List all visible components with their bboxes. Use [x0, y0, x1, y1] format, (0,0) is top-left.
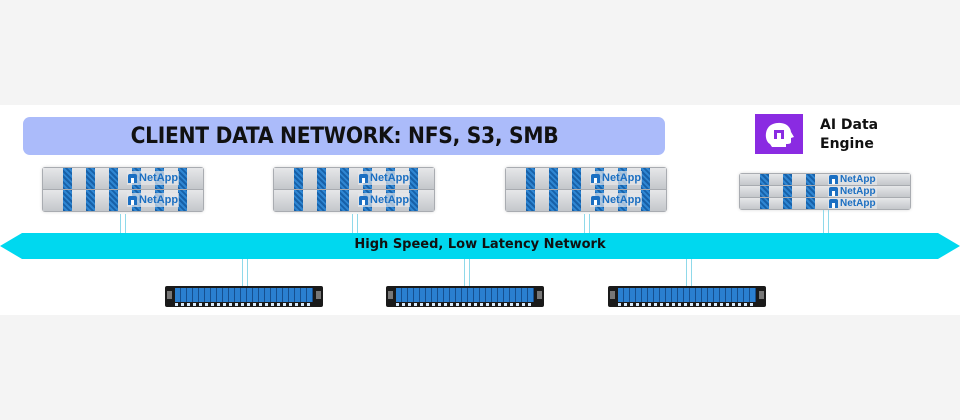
netapp-icon — [591, 195, 600, 205]
controller-link — [120, 214, 126, 234]
netapp-logo: NetApp — [358, 171, 411, 185]
controller-pair-2: NetApp NetApp — [273, 167, 435, 212]
controller-link — [584, 214, 590, 234]
netapp-icon — [829, 175, 838, 184]
netapp-logo: NetApp — [828, 186, 877, 197]
netapp-icon — [591, 173, 600, 183]
ai-controller-stack: NetApp NetApp NetApp — [739, 173, 911, 210]
netapp-icon — [128, 195, 137, 205]
shelf-link — [464, 258, 470, 286]
controller-unit: NetApp — [740, 198, 910, 209]
netapp-logo: NetApp — [127, 171, 180, 185]
ai-data-engine-logo — [755, 114, 803, 154]
netapp-logo: NetApp — [828, 198, 877, 209]
controller-unit: NetApp — [740, 186, 910, 198]
network-arrow — [0, 233, 960, 259]
client-data-network-label: CLIENT DATA NETWORK: NFS, S3, SMB — [130, 123, 558, 149]
ai-data-engine-label: AI Data Engine — [820, 117, 879, 152]
netapp-logo: NetApp — [358, 193, 411, 207]
netapp-icon — [359, 173, 368, 183]
storage-shelf-2 — [386, 286, 544, 307]
controller-unit: NetApp — [740, 174, 910, 186]
controller-unit: NetApp — [43, 168, 203, 190]
network-label: High Speed, Low Latency Network — [354, 237, 606, 252]
netapp-logo: NetApp — [828, 174, 877, 185]
controller-unit: NetApp — [506, 168, 666, 190]
netapp-icon — [829, 187, 838, 196]
netapp-icon — [829, 199, 838, 208]
controller-unit: NetApp — [274, 168, 434, 190]
netapp-icon — [128, 173, 137, 183]
shelf-link — [686, 258, 692, 286]
head-icon — [765, 122, 794, 147]
controller-unit: NetApp — [506, 190, 666, 211]
controller-link — [352, 214, 358, 234]
controller-unit: NetApp — [43, 190, 203, 211]
netapp-logo: NetApp — [590, 171, 643, 185]
controller-unit: NetApp — [274, 190, 434, 211]
storage-shelf-3 — [608, 286, 766, 307]
controller-link — [823, 210, 829, 234]
netapp-logo: NetApp — [590, 193, 643, 207]
shelf-link — [242, 258, 248, 286]
netapp-icon — [359, 195, 368, 205]
netapp-logo: NetApp — [127, 193, 180, 207]
controller-pair-1: NetApp NetApp — [42, 167, 204, 212]
controller-pair-3: NetApp NetApp — [505, 167, 667, 212]
storage-shelf-1 — [165, 286, 323, 307]
client-data-network-banner: CLIENT DATA NETWORK: NFS, S3, SMB — [23, 117, 665, 155]
